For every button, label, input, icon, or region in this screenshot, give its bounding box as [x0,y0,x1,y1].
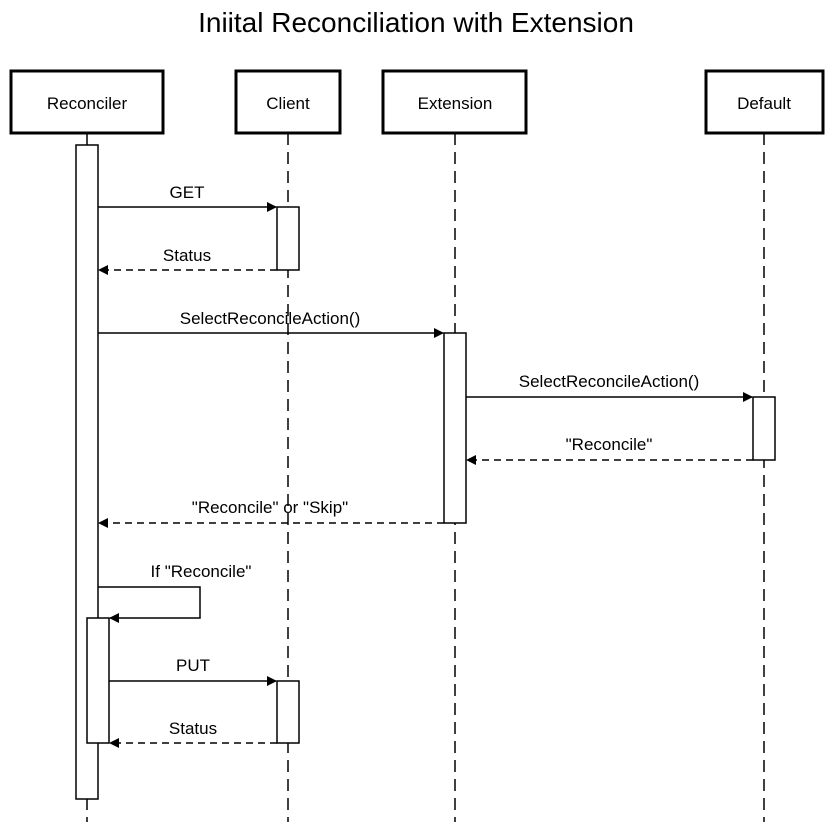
message-label-reconcile-return: "Reconcile" [566,435,653,454]
participant-extension: Extension [381,69,528,135]
diagram-title: Iniital Reconciliation with Extension [198,7,634,38]
activation-client-get [276,206,300,271]
activation-client-put [276,680,300,744]
participant-client: Client [234,69,342,135]
message-label-select-action-2: SelectReconcileAction() [519,372,699,391]
message-labels: GET Status SelectReconcileAction() Selec… [151,183,700,738]
message-arrow-if-reconcile [98,586,201,623]
activation-extension [443,332,467,524]
message-label-status-1: Status [163,246,211,265]
participant-label-default: Default [737,94,791,113]
participant-default: Default [704,69,825,135]
participant-reconciler: Reconciler [9,69,165,135]
message-label-select-action-1: SelectReconcileAction() [180,309,360,328]
message-label-reconcile-or-skip: "Reconcile" or "Skip" [192,498,348,517]
activation-default [752,396,776,461]
message-label-get: GET [170,183,205,202]
activation-reconciler-nested [86,617,110,744]
message-label-status-2: Status [169,719,217,738]
message-label-if-reconcile: If "Reconcile" [151,562,252,581]
participant-label-reconciler: Reconciler [47,94,128,113]
activations [75,144,776,800]
participant-label-extension: Extension [418,94,493,113]
participant-label-client: Client [266,94,310,113]
messages [98,202,753,748]
message-label-put: PUT [176,656,210,675]
